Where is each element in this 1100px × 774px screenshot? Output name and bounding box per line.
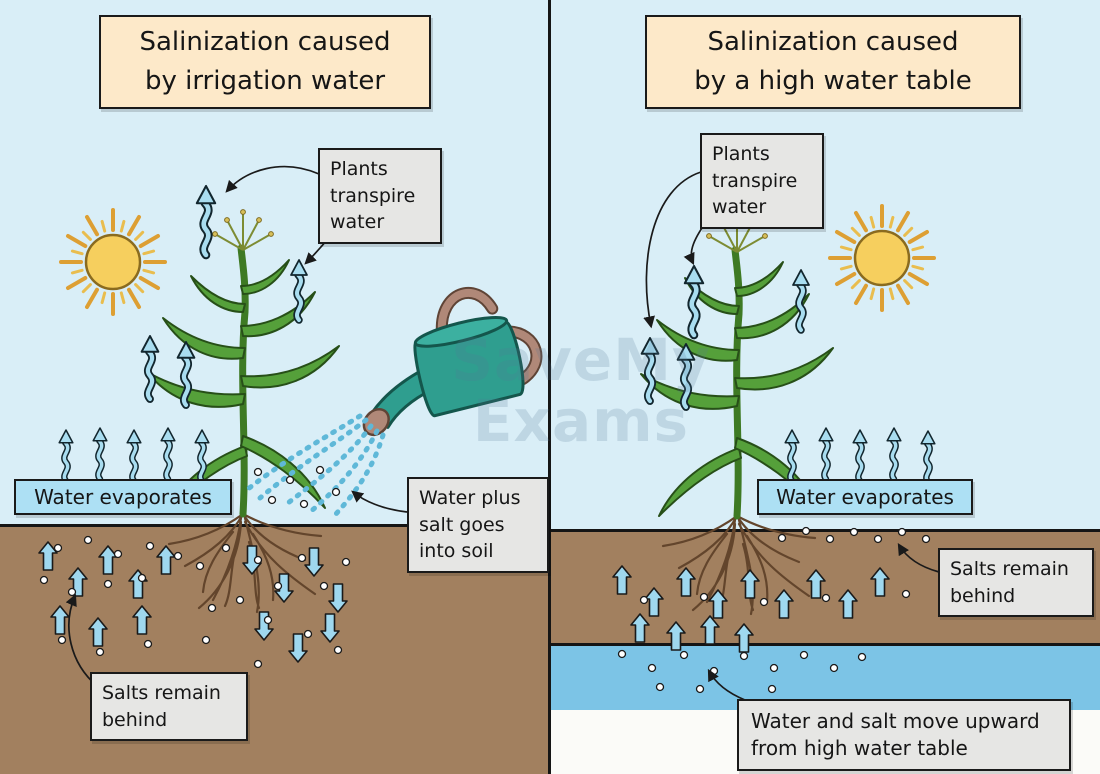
label-water-plus-salt: Water plus salt goes into soil [407, 477, 549, 573]
arrow-salt-into-soil [351, 490, 408, 513]
arrow-transpire-left-a [225, 165, 320, 193]
arrow-transpire-right-a [643, 171, 702, 329]
label-plants-transpire-left: Plants transpire water [318, 148, 442, 244]
title-right: Salinization caused by a high water tabl… [645, 15, 1021, 109]
evaporation-arrows-right [785, 428, 935, 482]
water-stream [245, 413, 386, 518]
watermark: SaveMy Exams [451, 326, 711, 455]
label-water-evaporates-left: Water evaporates [14, 479, 232, 515]
label-salts-remain-right: Salts remain behind [938, 548, 1094, 618]
transpiration-arrows-left [142, 186, 307, 405]
title-left: Salinization caused by irrigation water [99, 15, 431, 109]
label-water-evaporates-right: Water evaporates [757, 479, 973, 515]
sun-left [59, 208, 167, 316]
panel-divider [548, 0, 551, 774]
label-water-table-note: Water and salt move upward from high wat… [737, 699, 1071, 771]
watering-can [362, 286, 543, 437]
label-plants-transpire-right: Plants transpire water [700, 133, 824, 229]
sun-right [828, 204, 936, 312]
evaporation-arrows-left [59, 428, 209, 481]
transpiration-arrows-right [642, 266, 809, 407]
label-salts-remain-left: Salts remain behind [90, 672, 248, 742]
